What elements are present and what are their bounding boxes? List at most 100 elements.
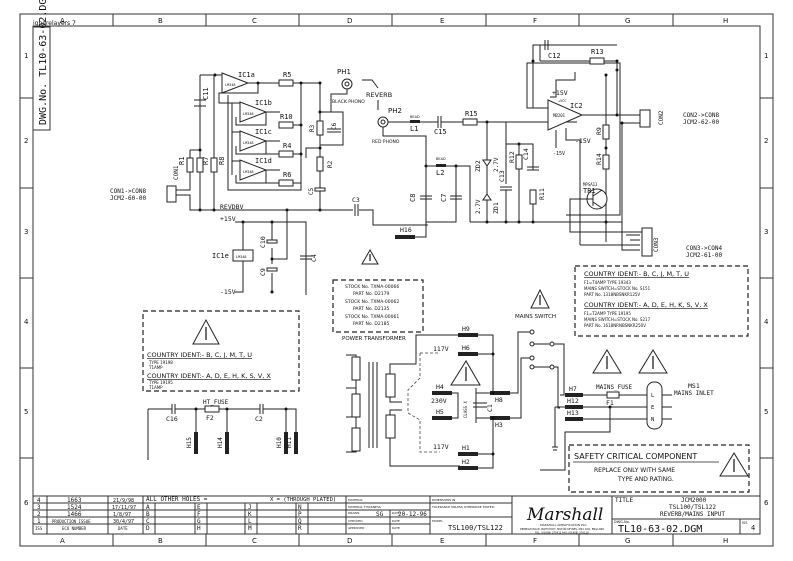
tb-date-label: DATE [392, 511, 400, 515]
svg-text:H9: H9 [462, 325, 470, 333]
ic1b-part: LM348 [243, 112, 254, 116]
r9-label: R9 [595, 127, 603, 135]
stock-line-4: PART No. D2135 [353, 306, 389, 312]
stock-line-3: STOCK No. TXMA-00062 [345, 299, 399, 305]
company-name: MARSHALL AMPLIFICATION PLC [540, 523, 587, 527]
h16-label: H16 [400, 226, 412, 234]
svg-text:BEAD: BEAD [410, 115, 420, 119]
reverb-send-section: PH1 BLACK PHONO REVERB R3 C6 R2 C5 C3 [305, 68, 428, 226]
row-label-4-right: 4 [764, 318, 769, 326]
rev-2-iss: 2 [37, 511, 41, 518]
v117-bottom: 117V [433, 443, 449, 451]
opamp-ic1d [239, 159, 268, 181]
sheet-outer-frame [19, 13, 774, 547]
stock-line-1: STOCK No. TXMA-00066 [345, 284, 399, 290]
c8-label: C8 [409, 194, 417, 202]
tb-dims: DIMENSIONS IN [432, 498, 455, 502]
opamp-ic1e [232, 249, 254, 262]
column-ruler-bottom: A B C D E F G H [60, 534, 728, 546]
tb-title-label: TITLE [615, 497, 633, 504]
right-line-2: MAINS SWITCH=STOCK No. S151 [584, 286, 651, 291]
ic2-ref: IC2 [570, 102, 583, 110]
r10-label: R10 [280, 113, 293, 121]
c7-label: C7 [440, 194, 448, 202]
tb-approved-date: DATE [392, 526, 400, 530]
v230-label: 230V [431, 397, 447, 405]
row-label-1-right: 1 [764, 52, 768, 60]
c13-label: C13 [498, 170, 506, 182]
rev-1-iss: 1 [37, 518, 41, 525]
c11-label: C11 [202, 87, 210, 100]
rev-2-date: 1/8/97 [113, 512, 131, 518]
hole-f: F [197, 511, 201, 518]
hole-e: E [197, 504, 201, 511]
tb-thickness: MATERIAL THICKNESS [348, 505, 381, 509]
hole-n: N [298, 504, 302, 511]
wire-h16 [395, 235, 415, 239]
mains-switch-label: MAINS SWITCH [515, 314, 556, 320]
svg-text:H12: H12 [567, 397, 579, 405]
power-transformer: 117V 117V 230V H9 H6 H4 H5 H1 H2 H8 H3 C… [346, 325, 510, 470]
svg-text:H3: H3 [495, 421, 503, 429]
wire-h1: H1 [458, 444, 478, 456]
svg-text:H11: H11 [286, 437, 293, 448]
safety-title: SAFETY CRITICAL COMPONENT [574, 452, 697, 461]
con2-note2: JCM2-62-00 [683, 119, 720, 126]
mains-inlet-ms1 [646, 381, 663, 430]
ic1e-part: LM348 [236, 255, 247, 259]
f1-fuse-label: MAINS_FUSE [596, 384, 633, 391]
tb-drawn-by: SG [376, 511, 384, 518]
r6-label: R6 [283, 171, 291, 179]
con2-ref: CON2 [658, 110, 665, 125]
svg-text:H13: H13 [567, 409, 579, 417]
reverb-return-section: PH2 RED PHONO BEAD L1 C15 R15 BEAD L2 C8… [372, 107, 577, 239]
rev-2-eco: 1466 [67, 511, 82, 518]
row-label-3-left: 3 [24, 228, 28, 236]
drawing-info: MATERIAL MATERIAL THICKNESS DRAWN SG DAT… [346, 496, 513, 534]
zd1-label: ZD1 [492, 202, 500, 214]
transformer-stock-box: STOCK No. TXMA-00066 PART No. D2179 STOC… [332, 279, 424, 333]
rev-3-iss: 3 [37, 504, 41, 511]
zd2-value: 2.7V [493, 157, 500, 172]
right-line-6: PART No. 1618NRNBSNKR250V [584, 323, 646, 328]
warning-icon-stock [361, 248, 379, 265]
ph1-ref: PH1 [337, 68, 351, 76]
resistor-r5 [278, 79, 294, 87]
r7-label: R7 [202, 157, 210, 165]
holes-title: ALL OTHER HOLES = [146, 496, 208, 503]
col-label-e-top: E [440, 17, 444, 25]
ic2-plus15: +15V [552, 89, 568, 97]
l2-label: L2 [436, 169, 444, 177]
opamp-ic1b [239, 101, 268, 123]
ic2-minus15-rail: -15V [553, 151, 565, 157]
hole-d: D [146, 525, 150, 532]
con3-note1: CON3->CON4 [686, 245, 723, 252]
wire-h14: H14 [217, 432, 229, 454]
psu-decoupling: +15V -15V LM348 IC1e C10 C9 C4 [212, 210, 318, 296]
hole-l: L [248, 518, 252, 525]
inlet-pin-l: L [651, 393, 655, 399]
svg-text:H4: H4 [436, 383, 444, 391]
r1-label: R1 [178, 157, 186, 165]
power-transformer-label: POWER TRANSFORMER [342, 336, 406, 342]
svg-text:H14: H14 [217, 437, 224, 448]
wire-h10: H10 [276, 432, 288, 454]
connector-con2: CON2 CON2->CON8 JCM2-62-00 [639, 109, 720, 128]
rev-header-eco: ECO NUMBER [62, 526, 87, 531]
ic1b-ref: IC1b [255, 99, 272, 107]
revdbv-label: REVDBV [220, 203, 244, 211]
zener-section: ZD2 2.7V 2.7V ZD1 C13 R12 C14 R11 [470, 122, 622, 224]
col-label-b-bottom: B [158, 537, 163, 545]
opamp-ic2 [547, 99, 584, 131]
row-label-5-right: 5 [764, 408, 768, 416]
hole-r: R [298, 525, 302, 532]
row-label-6-left: 6 [24, 499, 29, 507]
wire-h8: H8 [490, 391, 510, 404]
c15-label: C15 [434, 128, 447, 136]
r11-label: R11 [538, 188, 546, 200]
resistor-r13 [589, 57, 605, 65]
row-label-2-left: 2 [24, 137, 28, 145]
rev-1-eco: PRODUCTION ISSUE [52, 519, 91, 524]
con1-note1: CON1->CON8 [110, 188, 147, 195]
wire-h15: H15 [186, 432, 198, 454]
